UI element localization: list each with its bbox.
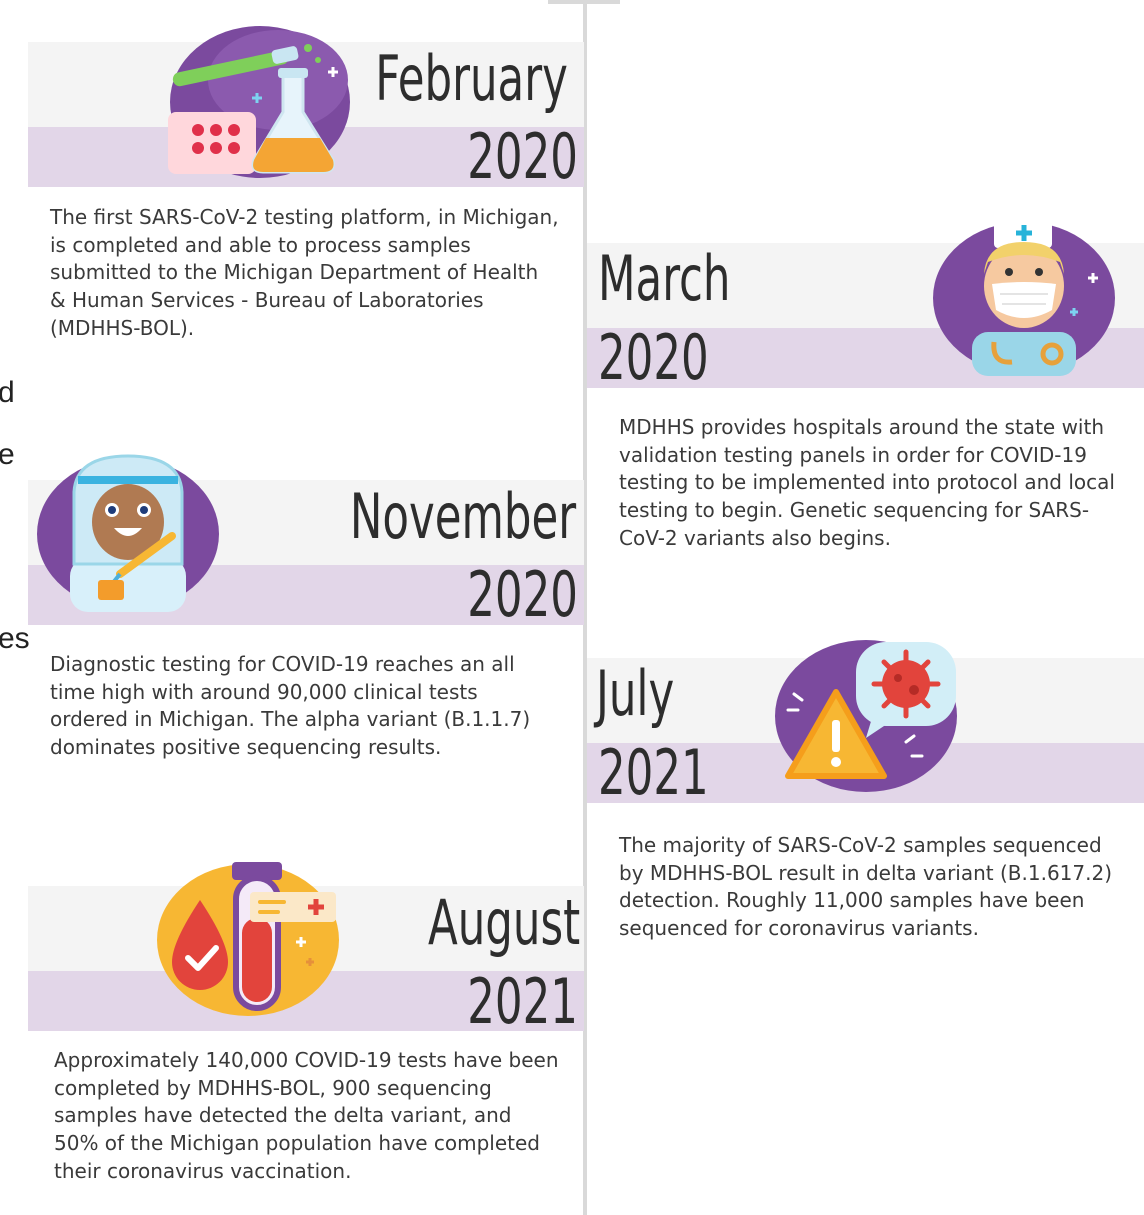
scientist-icon — [36, 452, 220, 612]
edge-text-fragment: e — [0, 438, 15, 471]
event-month: July — [596, 657, 675, 730]
event-description: The majority of SARS-CoV-2 samples seque… — [619, 833, 1112, 941]
edge-text-fragment: d — [0, 376, 15, 409]
event-description: Approximately 140,000 COVID-19 tests hav… — [54, 1048, 559, 1183]
event-description: Diagnostic testing for COVID-19 reaches … — [50, 652, 531, 760]
event-year: 2020 — [598, 321, 709, 394]
timeline-line — [583, 0, 587, 1215]
blood-test-tube-icon — [156, 858, 342, 1020]
event-month: March — [598, 242, 731, 315]
virus-warning-icon — [774, 634, 960, 794]
event-description: MDHHS provides hospitals around the stat… — [619, 415, 1115, 550]
event-year: 2020 — [467, 558, 578, 631]
nurse-icon — [932, 214, 1117, 376]
edge-text-fragment: es — [0, 622, 30, 655]
event-description: The first SARS-CoV-2 testing platform, i… — [50, 205, 559, 340]
event-year: 2021 — [598, 736, 709, 809]
event-year: 2020 — [467, 120, 578, 193]
event-month: November — [349, 480, 576, 553]
event-month: August — [427, 886, 580, 959]
lab-flask-icon — [168, 20, 358, 185]
event-year: 2021 — [467, 965, 578, 1038]
event-month: February — [375, 42, 568, 115]
